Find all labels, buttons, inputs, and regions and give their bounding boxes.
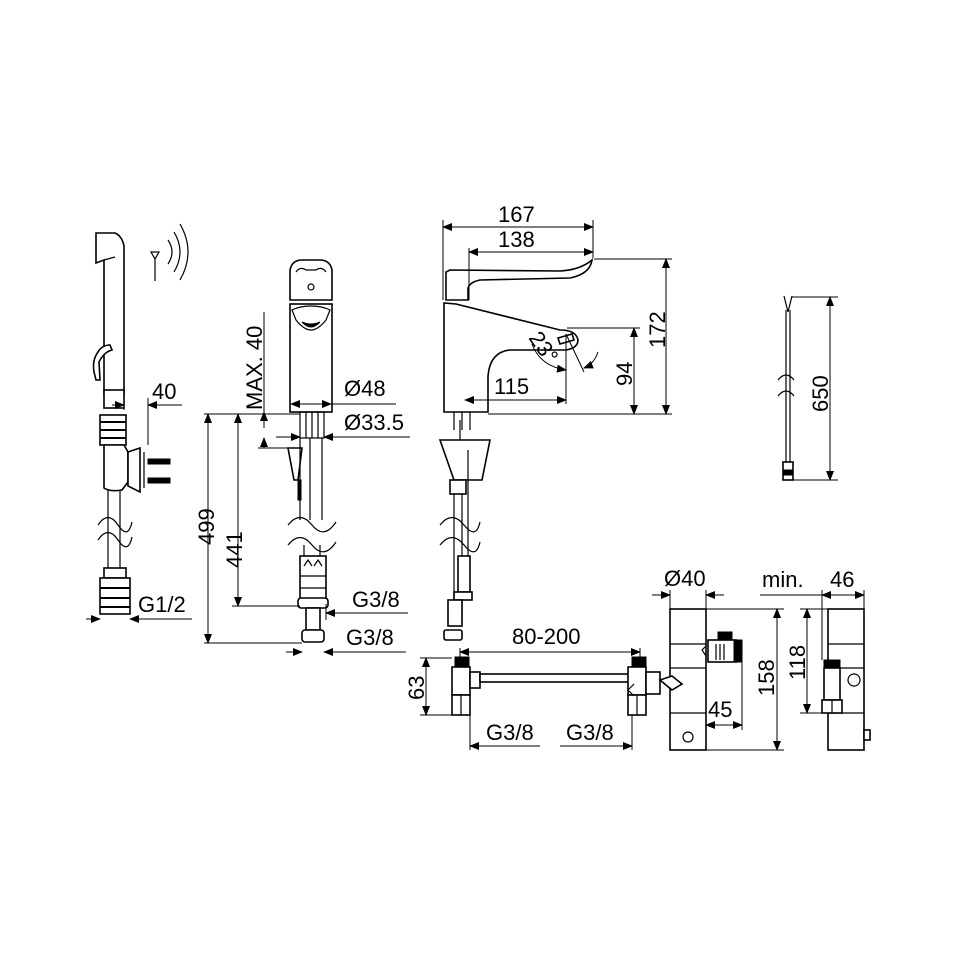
dim-connector-spacing: 80-200 <box>512 624 581 649</box>
dim-shank-diameter: Ø33.5 <box>344 410 404 435</box>
valve-tip <box>658 675 684 691</box>
dim-spout-reach: 115 <box>494 374 529 399</box>
front-view: MAX. 40 Ø48 Ø33.5 499 441 G3/8 G3/8 <box>194 259 410 656</box>
dim-side-height: 118 <box>785 645 810 680</box>
connector-view: 80-200 63 G3/8 G3/8 <box>404 624 661 750</box>
dim-hose-offset: 40 <box>152 379 176 404</box>
dim-thread-g12: G1/2 <box>138 592 186 617</box>
dim-total-height: 499 <box>194 508 219 545</box>
dim-box-height: 158 <box>754 659 779 696</box>
break-mark-icon <box>439 516 481 533</box>
dim-body-diameter: Ø48 <box>344 376 386 401</box>
dim-total-height: 172 <box>645 311 670 348</box>
pipe-cap-left <box>454 656 470 668</box>
break-mark-icon <box>287 516 337 533</box>
dim-hose-length: 441 <box>222 531 247 568</box>
dim-cable-length: 650 <box>808 375 833 412</box>
connecting-pipe <box>479 673 641 683</box>
connector-hoses <box>299 555 327 601</box>
side-view: 167 138 172 94 115 23° <box>438 202 672 641</box>
dim-box-depth: 45 <box>708 697 732 722</box>
valve-flange <box>127 446 141 494</box>
dim-box-diameter: Ø40 <box>664 566 706 591</box>
dim-min-label: min. <box>762 567 804 592</box>
angle-valve <box>707 639 737 663</box>
hose-end-nut <box>99 577 131 615</box>
lever-handle <box>92 344 114 381</box>
pipe-cap-right <box>631 656 647 668</box>
break-mark-icon <box>777 374 795 381</box>
dim-thread-lower: G3/8 <box>346 625 394 650</box>
terminal-pins <box>147 458 171 484</box>
dim-total-width: 167 <box>498 202 535 227</box>
dim-spout-height: 94 <box>612 362 637 386</box>
handle-lever <box>445 258 594 301</box>
valve-cap <box>717 631 733 641</box>
cable-view: 650 <box>777 295 838 481</box>
wireless-signal-icon <box>149 223 189 281</box>
handle-front <box>289 259 333 301</box>
dim-max-thickness: MAX. 40 <box>242 326 267 410</box>
dim-side-width: 46 <box>830 567 854 592</box>
sensor-view: 40 G1/2 <box>86 223 192 623</box>
valve-body <box>103 444 129 492</box>
aerator <box>301 321 321 328</box>
dim-connector-height: 63 <box>404 676 429 700</box>
thermostat-box-view: Ø40 158 45 <box>652 566 784 751</box>
dim-thread-upper: G3/8 <box>352 587 400 612</box>
side-valve-cap <box>823 659 841 669</box>
box-side-view: min. 46 118 <box>760 567 871 751</box>
dim-thread-right: G3/8 <box>566 720 614 745</box>
fixing-bracket <box>438 439 491 481</box>
break-mark-icon <box>97 516 133 533</box>
dim-thread-left: G3/8 <box>486 720 534 745</box>
dim-spout-length: 138 <box>498 227 535 252</box>
spout-body <box>443 302 579 413</box>
